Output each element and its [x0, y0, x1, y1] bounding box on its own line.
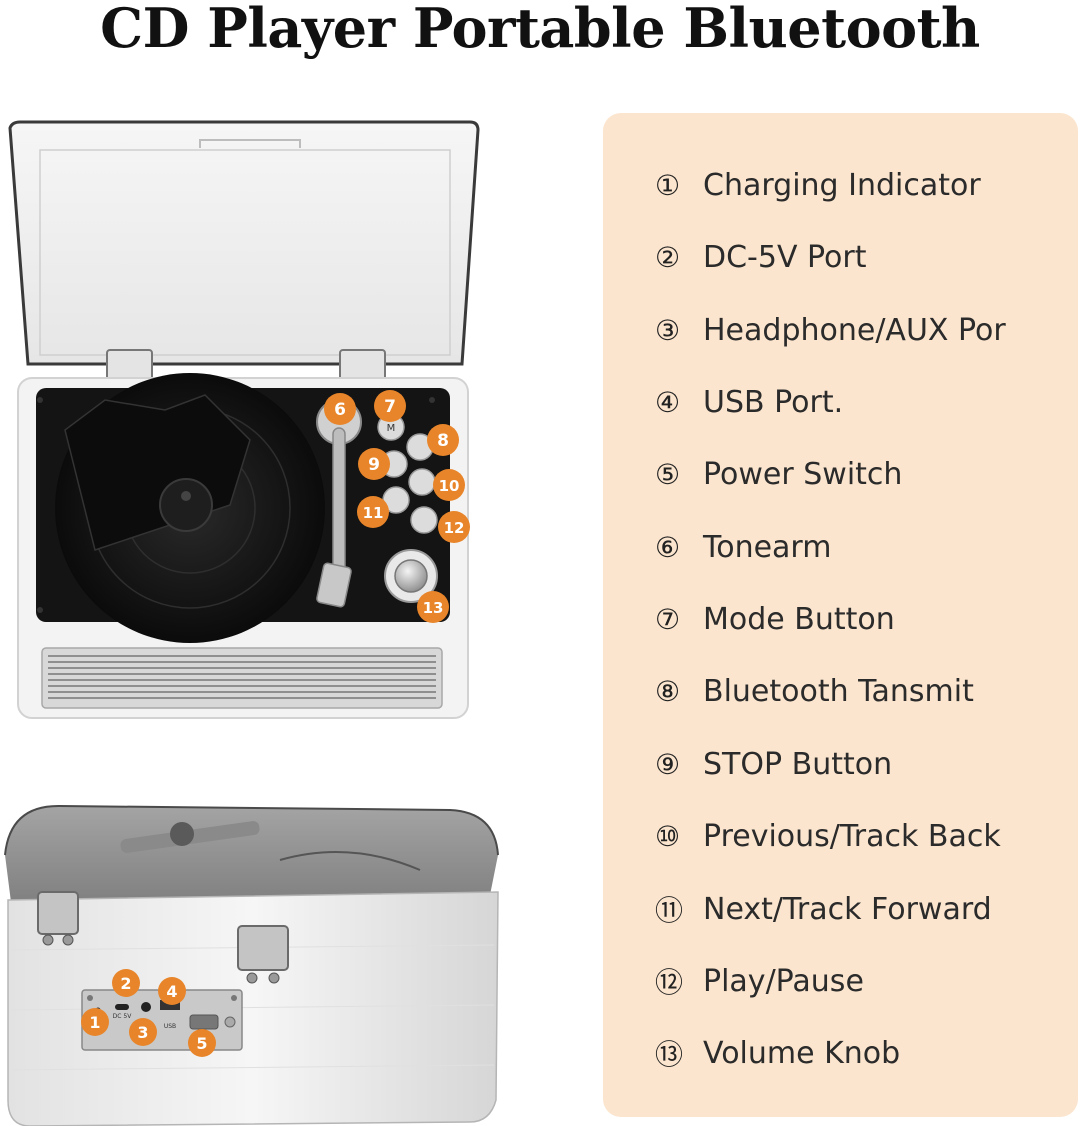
legend-label: Volume Knob	[703, 1035, 901, 1071]
legend-number: ①	[655, 168, 681, 202]
legend-item: ⑪ Next/Track Forward	[655, 884, 992, 934]
legend-label: Headphone/AUX Por	[703, 312, 1006, 348]
legend-label: DC-5V Port	[703, 239, 867, 275]
legend-item: ⑤ Power Switch	[655, 449, 902, 499]
prev-button	[408, 468, 436, 496]
svg-text:6: 6	[334, 400, 346, 420]
legend-number: ⑪	[655, 894, 684, 927]
cd-disc	[55, 373, 325, 643]
svg-text:3: 3	[137, 1023, 148, 1042]
legend-number: ⑫	[655, 966, 684, 999]
speaker-grille	[41, 647, 443, 709]
legend-number: ⑤	[655, 457, 681, 491]
transparent-lid	[8, 120, 480, 366]
badge-8: 8	[427, 424, 459, 456]
legend-label: STOP Button	[703, 746, 893, 782]
latch-right	[237, 925, 289, 984]
legend-label: Mode Button	[703, 601, 895, 637]
latch-left	[37, 891, 79, 946]
svg-text:1: 1	[89, 1013, 100, 1032]
smoked-lid	[4, 804, 499, 910]
legend-number: ⑩	[655, 819, 681, 853]
page-title: CD Player Portable Bluetooth	[100, 0, 980, 60]
player-body-back	[7, 891, 499, 1126]
svg-text:13: 13	[423, 599, 444, 617]
badge-3: 3	[129, 1018, 157, 1046]
back-view-device-image: DC 5V USB 1 2 3 4 5	[4, 804, 499, 1126]
legend-label: Play/Pause	[703, 963, 864, 999]
badge-7: 7	[374, 390, 406, 422]
legend-item: ② DC-5V Port	[655, 232, 867, 282]
badge-6: 6	[324, 393, 356, 425]
legend-number: ⑨	[655, 747, 681, 781]
aux-port	[141, 1002, 151, 1012]
badge-11: 11	[357, 496, 389, 528]
badge-2: 2	[112, 969, 140, 997]
legend-item: ⑩ Previous/Track Back	[655, 811, 1001, 861]
legend-number: ⑧	[655, 674, 681, 708]
legend-label: Charging Indicator	[703, 167, 981, 203]
dc-port-label: DC 5V	[113, 1013, 133, 1020]
badge-9: 9	[358, 448, 390, 480]
legend-number: ④	[655, 385, 681, 419]
legend-item: ⑧ Bluetooth Tansmit	[655, 666, 974, 716]
svg-text:10: 10	[439, 477, 460, 495]
usb-port-label: USB	[164, 1023, 176, 1030]
volume-knob	[384, 549, 438, 603]
dc-port	[115, 1004, 129, 1010]
legend-item: ③ Headphone/AUX Por	[655, 305, 1006, 355]
legend-item: ⑨ STOP Button	[655, 739, 892, 789]
svg-text:4: 4	[166, 982, 177, 1001]
svg-text:7: 7	[384, 397, 396, 417]
legend-panel: ① Charging Indicator ② DC-5V Port ③ Head…	[603, 113, 1078, 1117]
badge-4: 4	[158, 977, 186, 1005]
badge-12: 12	[438, 511, 470, 543]
svg-text:12: 12	[444, 519, 465, 537]
mode-button-label: M	[387, 423, 396, 434]
badge-1: 1	[81, 1008, 109, 1036]
svg-text:9: 9	[368, 455, 380, 475]
legend-label: Previous/Track Back	[703, 818, 1001, 854]
svg-text:11: 11	[363, 504, 384, 522]
legend-label: Next/Track Forward	[703, 891, 992, 927]
usb-port	[160, 1000, 180, 1010]
legend-item: ⑥ Tonearm	[655, 522, 831, 572]
top-view-device-image: M 6 7 8 9 10	[8, 120, 480, 719]
svg-text:8: 8	[437, 431, 449, 451]
legend-item: ⑬ Volume Knob	[655, 1028, 900, 1078]
legend-item: ① Charging Indicator	[655, 160, 981, 210]
legend-number: ⑥	[655, 530, 681, 564]
legend-label: Bluetooth Tansmit	[703, 673, 974, 709]
badge-13: 13	[417, 591, 449, 623]
legend-item: ⑦ Mode Button	[655, 594, 895, 644]
legend-number: ⑦	[655, 602, 681, 636]
badge-10: 10	[433, 469, 465, 501]
svg-text:2: 2	[120, 974, 131, 993]
legend-label: USB Port.	[703, 384, 844, 420]
legend-label: Power Switch	[703, 456, 903, 492]
legend-number: ⑬	[655, 1038, 684, 1071]
power-switch	[189, 1014, 219, 1030]
play-pause-button	[410, 506, 438, 534]
badge-5: 5	[188, 1029, 216, 1057]
legend-number: ③	[655, 313, 681, 347]
legend-item: ⑫ Play/Pause	[655, 956, 864, 1006]
svg-text:5: 5	[196, 1034, 207, 1053]
legend-item: ④ USB Port.	[655, 377, 843, 427]
legend-number: ②	[655, 240, 681, 274]
legend-label: Tonearm	[703, 529, 832, 565]
